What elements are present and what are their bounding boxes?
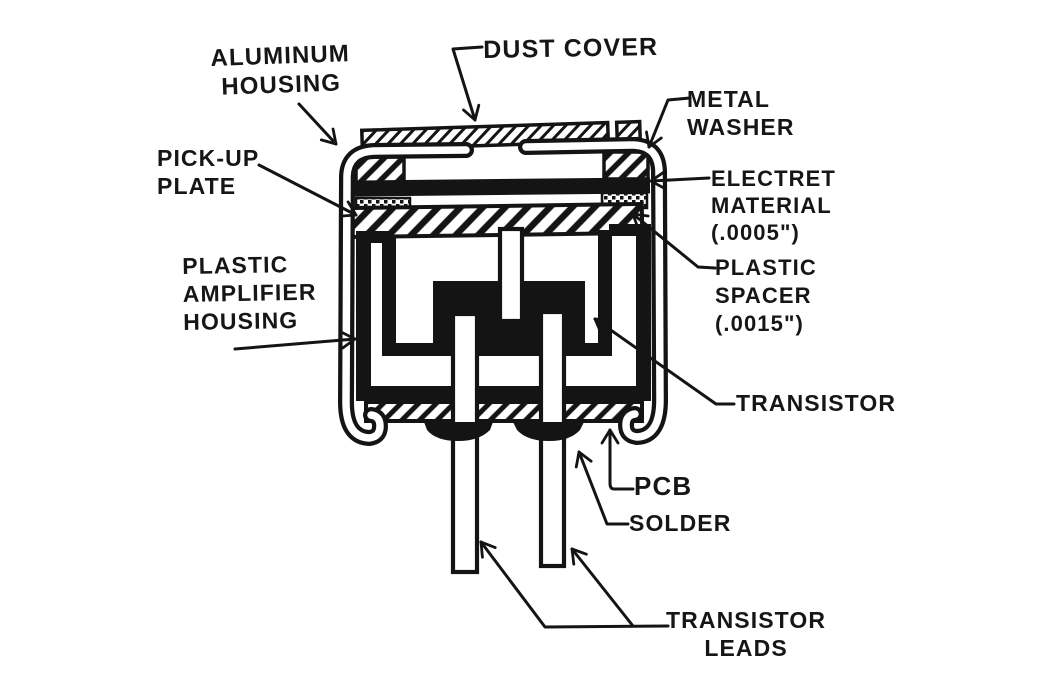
transistor-lead-left: [450, 311, 480, 575]
leader-pickup-plate: [257, 163, 358, 218]
leader-transistor-leads-left: [479, 540, 670, 629]
solder-shape: [424, 422, 584, 441]
leader-electret-material: [649, 170, 711, 190]
label-aluminum-housing: ALUMINUM HOUSING: [210, 40, 351, 101]
label-electret-material: ELECTRET MATERIAL (.0005"): [711, 166, 836, 245]
leader-metal-washer: [645, 96, 692, 149]
leader-transistor: [593, 317, 736, 406]
leader-dust-cover: [451, 45, 484, 122]
label-solder: SOLDER: [629, 510, 732, 536]
label-dust-cover: DUST COVER: [483, 32, 659, 64]
label-pick-up-plate: PICK-UP PLATE: [157, 145, 260, 200]
leader-transistor-leads-right: [570, 547, 635, 628]
pcb-shape: [364, 400, 644, 423]
electret-diaphragm-shape: [349, 177, 651, 197]
leader-amplifier-housing: [233, 330, 357, 351]
label-plastic-spacer: PLASTIC SPACER (.0015"): [715, 255, 817, 337]
label-transistor-leads: TRANSISTOR LEADS: [666, 607, 827, 662]
leader-pcb: [600, 428, 635, 491]
label-plastic-amplifier-housing: PLASTIC AMPLIFIER HOUSING: [182, 251, 317, 336]
leader-plastic-spacer: [631, 212, 717, 270]
leader-solder: [574, 450, 630, 526]
aluminum-housing-shape: [338, 137, 668, 446]
leader-aluminum-housing: [297, 102, 338, 146]
label-metal-washer: METAL WASHER: [687, 86, 795, 141]
label-transistor: TRANSISTOR: [736, 390, 897, 416]
label-pcb: PCB: [634, 471, 693, 501]
pickup-plate-post-shape: [497, 226, 525, 324]
